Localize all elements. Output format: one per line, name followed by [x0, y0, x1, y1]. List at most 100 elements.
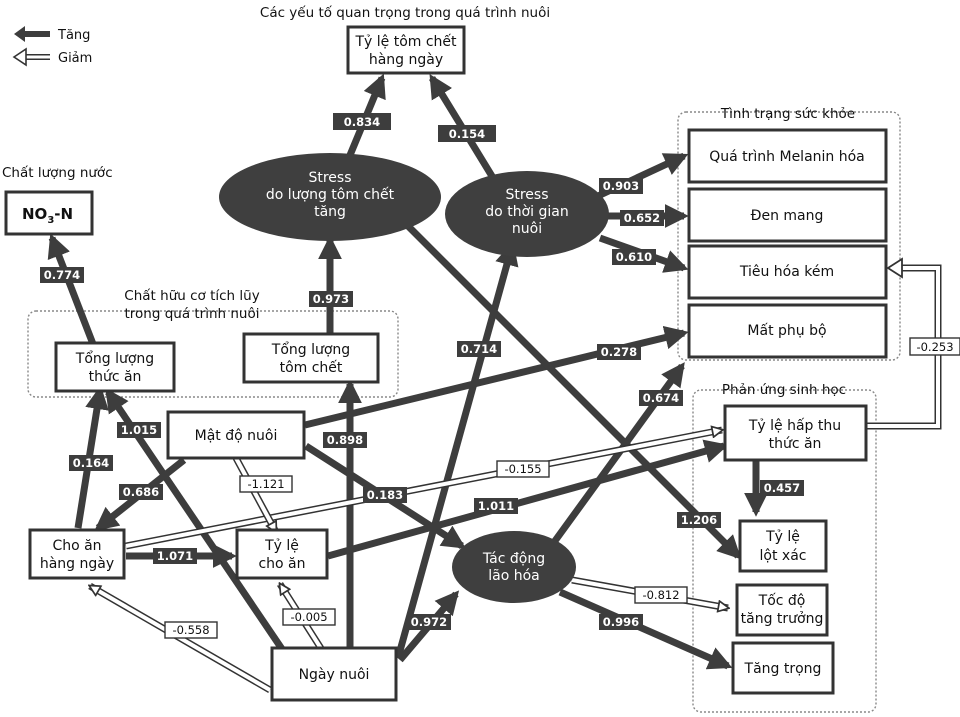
- coef-0834: 0.834: [333, 113, 391, 130]
- coef-1011: 1.011: [474, 498, 518, 514]
- main-title: Các yếu tố quan trọng trong quá trình nu…: [260, 4, 550, 21]
- svg-text:0.903: 0.903: [603, 179, 639, 193]
- svg-text:0.898: 0.898: [327, 433, 363, 447]
- coef-m1121: -1.121: [239, 475, 293, 493]
- svg-text:1.071: 1.071: [157, 549, 193, 563]
- coef-1015: 1.015: [117, 422, 161, 438]
- coef-0674: 0.674: [639, 390, 683, 406]
- coef-0652: 0.652: [620, 210, 664, 226]
- svg-text:Đen mang: Đen mang: [751, 208, 824, 224]
- svg-text:0.774: 0.774: [44, 268, 80, 282]
- svg-text:0.686: 0.686: [123, 485, 159, 499]
- svg-text:0.457: 0.457: [764, 481, 800, 495]
- svg-text:-0.253: -0.253: [916, 340, 953, 354]
- legend: Tăng Giảm: [12, 26, 92, 67]
- coef-m0812: -0.812: [634, 586, 688, 604]
- svg-text:Mất phụ bộ: Mất phụ bộ: [747, 323, 826, 339]
- legend-increase-arrow-icon: [14, 26, 50, 42]
- svg-text:0.652: 0.652: [624, 211, 660, 225]
- svg-text:1.015: 1.015: [121, 423, 157, 437]
- coef-0774: 0.774: [40, 267, 84, 283]
- coef-1206: 1.206: [677, 512, 721, 528]
- svg-text:-1.121: -1.121: [247, 477, 284, 491]
- node-limb-loss: Mất phụ bộ: [687, 303, 888, 359]
- coef-m0253: -0.253: [909, 337, 960, 356]
- node-melanin: Quá trình Melanin hóa: [687, 128, 888, 184]
- svg-text:1.011: 1.011: [478, 499, 514, 513]
- coef-0457: 0.457: [760, 480, 804, 496]
- node-no3: NO3-N: [4, 190, 94, 236]
- coef-0164: 0.164: [69, 455, 113, 471]
- node-black-gill: Đen mang: [687, 187, 888, 243]
- svg-text:Tiêu hóa kém: Tiêu hóa kém: [739, 264, 834, 280]
- coef-0610: 0.610: [612, 249, 656, 265]
- svg-text:0.674: 0.674: [643, 391, 679, 405]
- svg-text:0.164: 0.164: [73, 456, 109, 470]
- svg-text:0.278: 0.278: [601, 345, 637, 359]
- svg-text:Mật độ nuôi: Mật độ nuôi: [195, 428, 278, 444]
- svg-text:-0.558: -0.558: [172, 623, 209, 637]
- svg-text:-0.005: -0.005: [290, 610, 327, 624]
- svg-text:-0.812: -0.812: [642, 588, 679, 602]
- svg-text:Ngày nuôi: Ngày nuôi: [299, 667, 370, 683]
- node-poor-digestion: Tiêu hóa kém: [687, 244, 888, 300]
- coef-0714: 0.714: [457, 341, 501, 357]
- coef-m0558: -0.558: [164, 621, 218, 639]
- bio-response-group-frame: [692, 389, 877, 713]
- coef-0996: 0.996: [599, 614, 643, 630]
- svg-text:Quá trình Melanin hóa: Quá trình Melanin hóa: [709, 149, 865, 165]
- coef-0898: 0.898: [323, 432, 367, 448]
- svg-text:0.154: 0.154: [449, 127, 485, 141]
- node-weight-gain: Tăng trọng: [731, 641, 835, 695]
- arrow-aging-to-weight: [558, 588, 733, 670]
- coef-m0005: -0.005: [282, 608, 336, 626]
- health-title: Tình trạng sức khỏe: [720, 106, 855, 122]
- svg-text:0.183: 0.183: [367, 488, 403, 502]
- svg-text:0.972: 0.972: [411, 615, 447, 629]
- svg-text:0.834: 0.834: [344, 115, 380, 129]
- svg-text:NO3-N: NO3-N: [22, 205, 73, 226]
- coef-0154: 0.154: [438, 125, 496, 142]
- coef-0686: 0.686: [119, 484, 163, 500]
- legend-decrease-label: Giảm: [58, 51, 92, 66]
- arrow-feedrate-to-absorption: [327, 439, 729, 560]
- decrease-arrows: [90, 264, 942, 694]
- health-group-frame: [677, 111, 901, 361]
- svg-text:0.610: 0.610: [616, 250, 652, 264]
- svg-text:-0.155: -0.155: [504, 462, 541, 476]
- legend-decrease-arrow-icon: [12, 47, 50, 67]
- svg-text:1.206: 1.206: [681, 513, 717, 527]
- coef-m0155: -0.155: [496, 460, 550, 478]
- node-density: Mật độ nuôi: [166, 410, 306, 460]
- arrow-totalfeed-to-no3: [47, 233, 97, 346]
- organic-group-frame: [27, 310, 399, 398]
- svg-text:0.973: 0.973: [313, 292, 349, 306]
- coef-0972: 0.972: [407, 614, 451, 630]
- coef-0973: 0.973: [309, 291, 353, 307]
- bio-response-title: Phản ứng sinh học: [722, 382, 846, 398]
- coef-0278: 0.278: [597, 344, 641, 360]
- water-quality-title: Chất lượng nước: [2, 165, 113, 181]
